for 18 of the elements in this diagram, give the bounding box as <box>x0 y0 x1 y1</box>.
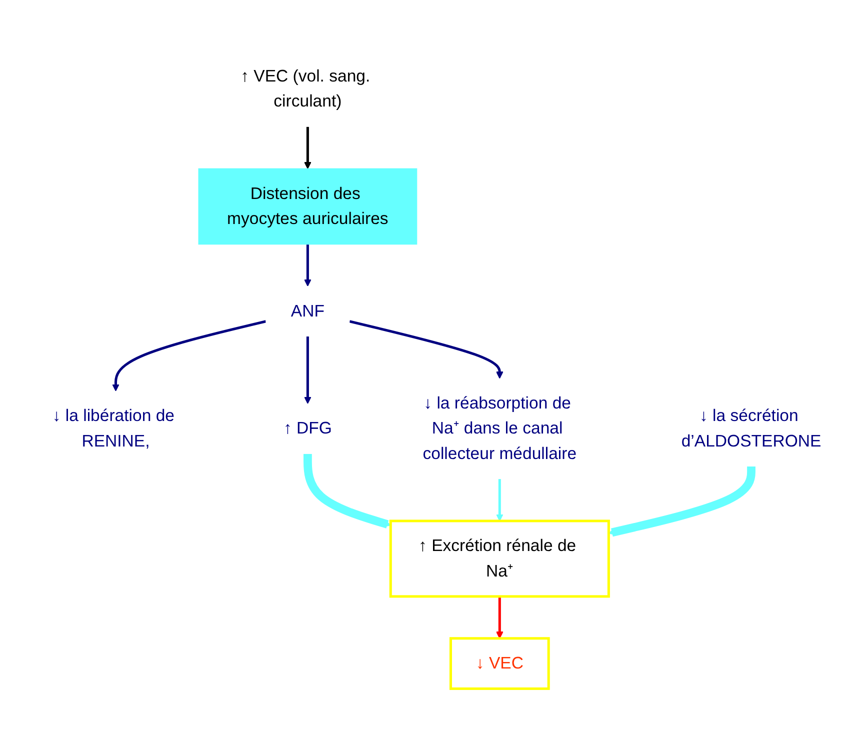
node-box: Distension des myocytes auriculaires <box>198 168 418 245</box>
arrow <box>304 244 312 286</box>
node-text: ↓ la réabsorption de Na⁺ dans le canal collecteur médullaire <box>422 394 577 464</box>
arrow <box>304 454 391 528</box>
arrow <box>608 466 756 537</box>
node-text: ↑ VEC (vol. sang. circulant) <box>240 67 370 111</box>
arrow <box>349 320 504 379</box>
arrow <box>304 126 312 170</box>
arrow <box>112 320 266 392</box>
arrow <box>496 479 504 522</box>
node-box: ↓ VEC <box>449 637 550 690</box>
node-text: ANF <box>290 302 324 321</box>
arrow <box>496 596 504 639</box>
node-text: ↑ DFG <box>283 419 332 438</box>
node-box: ↑ Excrétion rénale de Na⁺ <box>389 520 610 598</box>
arrow <box>304 336 312 404</box>
node-text: ↓ la sécrétion d’ALDOSTERONE <box>681 406 822 451</box>
node-text: ↓ la libération de RENINE, <box>52 406 174 451</box>
